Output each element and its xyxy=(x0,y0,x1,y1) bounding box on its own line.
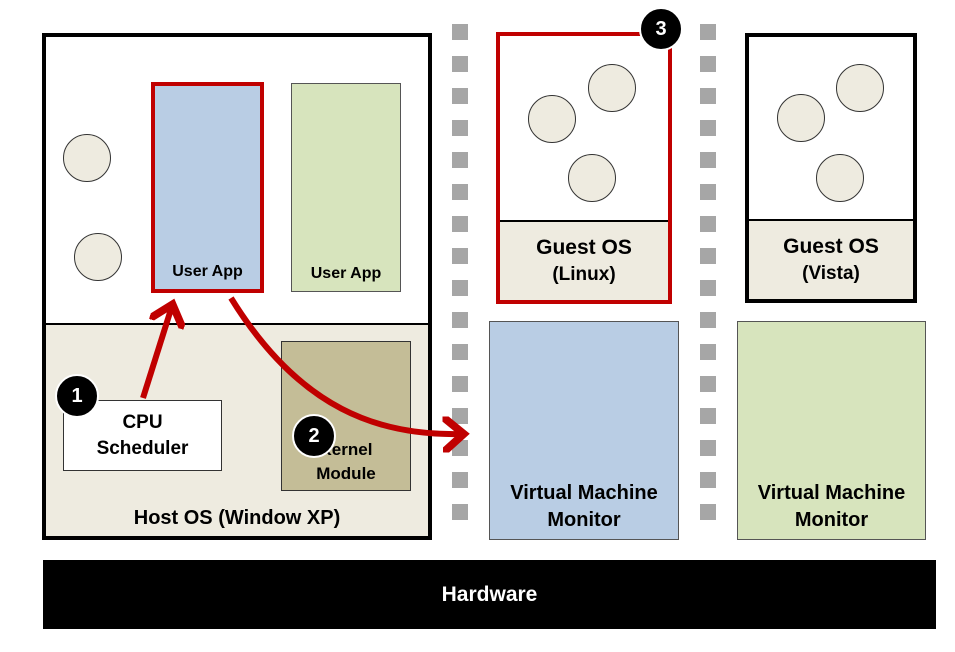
separator-dash xyxy=(452,504,468,520)
separator-dash xyxy=(452,472,468,488)
separator-dash xyxy=(452,344,468,360)
separator-dash xyxy=(452,56,468,72)
user-app: User App xyxy=(291,83,401,292)
guest-process-circle xyxy=(777,94,825,142)
arrow-app-to-vmm xyxy=(228,296,462,434)
guest-process-circle xyxy=(588,64,636,112)
host-process-circle xyxy=(74,233,122,281)
vmm-linux: Virtual Machine Monitor xyxy=(489,321,679,540)
vmm-label: Virtual Machine Monitor xyxy=(738,480,925,534)
guest-process-circle xyxy=(816,154,864,202)
guest-os-label-area: Guest OS (Linux) xyxy=(500,220,668,300)
cpu-scheduler-line2: Scheduler xyxy=(96,437,189,459)
separator-dash xyxy=(452,24,468,40)
separator-dash xyxy=(700,248,716,264)
vmm-label-line1: Virtual Machine xyxy=(510,482,658,504)
vmm-label: Virtual Machine Monitor xyxy=(490,480,678,534)
separator-dash xyxy=(700,88,716,104)
separator-dash xyxy=(452,376,468,392)
vmm-label-line2: Monitor xyxy=(794,509,869,531)
separator-dash xyxy=(700,120,716,136)
step-badge-2: 2 xyxy=(292,414,336,458)
host-os-label: Host OS (Window XP) xyxy=(46,507,428,530)
step-badge-1: 1 xyxy=(55,374,99,418)
separator-dash xyxy=(700,152,716,168)
separator-dash xyxy=(452,312,468,328)
guest-os-label-area: Guest OS (Vista) xyxy=(749,219,913,299)
separator-dash xyxy=(452,88,468,104)
guest-os-linux-box: Guest OS (Linux) xyxy=(496,32,672,304)
guest-os-subtitle: (Linux) xyxy=(552,264,616,285)
separator-dash xyxy=(452,184,468,200)
vmm-label-line1: Virtual Machine xyxy=(757,482,906,504)
separator-dash xyxy=(700,344,716,360)
cpu-scheduler-line1: CPU xyxy=(122,411,163,433)
hardware-label: Hardware xyxy=(441,582,538,606)
separator-dash xyxy=(700,440,716,456)
guest-os-title: Guest OS xyxy=(536,236,632,259)
vm-separator xyxy=(700,24,716,542)
separator-dash xyxy=(700,312,716,328)
separator-dash xyxy=(700,216,716,232)
separator-dash xyxy=(700,408,716,424)
user-app-label: User App xyxy=(310,265,382,282)
kernel-module-label-line2: Module xyxy=(316,464,376,483)
separator-dash xyxy=(452,216,468,232)
host-process-circle xyxy=(63,134,111,182)
host-os-label-main: Host OS xyxy=(133,507,213,529)
user-app-highlighted: User App xyxy=(151,82,264,293)
separator-dash xyxy=(452,120,468,136)
separator-dash xyxy=(700,376,716,392)
separator-dash xyxy=(700,24,716,40)
guest-process-circle xyxy=(836,64,884,112)
separator-dash xyxy=(700,56,716,72)
separator-dash xyxy=(452,280,468,296)
arrow-scheduler-to-app xyxy=(140,306,172,399)
separator-dash xyxy=(452,152,468,168)
vmm-label-line2: Monitor xyxy=(547,509,621,531)
separator-dash xyxy=(700,184,716,200)
step-badge-3: 3 xyxy=(639,7,683,51)
separator-dash xyxy=(700,504,716,520)
separator-dash xyxy=(700,472,716,488)
host-os-label-paren: (Window XP) xyxy=(218,507,341,529)
separator-dash xyxy=(700,280,716,296)
guest-process-circle xyxy=(568,154,616,202)
guest-os-title: Guest OS xyxy=(783,235,879,258)
guest-os-subtitle: (Vista) xyxy=(802,263,860,284)
vmm-vista: Virtual Machine Monitor xyxy=(737,321,926,540)
user-app-label: User App xyxy=(172,263,243,280)
hardware-bar: Hardware xyxy=(43,560,936,629)
guest-process-circle xyxy=(528,95,576,143)
separator-dash xyxy=(452,248,468,264)
